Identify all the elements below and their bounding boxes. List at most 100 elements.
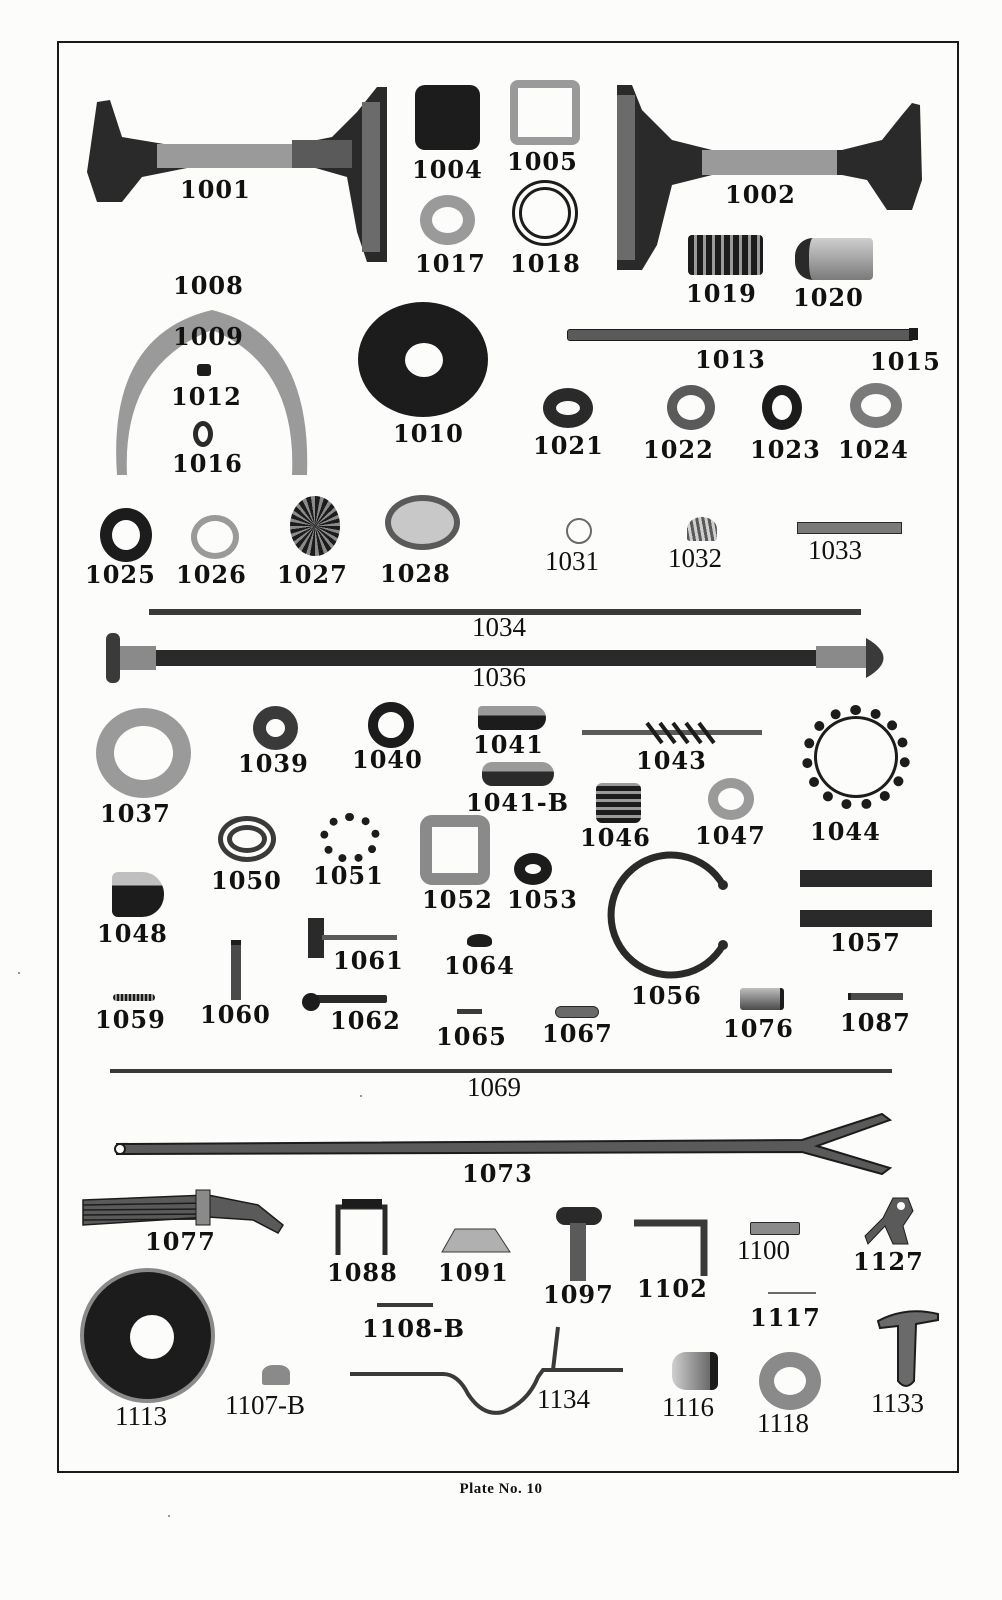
bearing-cone-1025-icon: [100, 508, 152, 562]
part-label-1026: 1026: [176, 560, 247, 589]
bushing-1048-icon: [112, 872, 164, 917]
part-label-1062: 1062: [330, 1006, 401, 1035]
ring-gear-inner: [814, 716, 898, 798]
part-label-1118: 1118: [757, 1408, 809, 1438]
part-label-1087: 1087: [840, 1008, 911, 1037]
part-label-1064: 1064: [444, 951, 515, 980]
nut-1064-icon: [467, 934, 492, 947]
part-label-1032: 1032: [668, 543, 722, 573]
plate-1091-icon: [441, 1228, 511, 1253]
bolt-1060-icon: [231, 940, 241, 1000]
worm-shaft-1043-icon: [582, 721, 762, 745]
cup-1024-icon: [850, 383, 902, 428]
part-label-1061: 1061: [333, 946, 404, 975]
part-label-1069: 1069: [467, 1072, 521, 1102]
brake-drum-hub: [130, 1315, 174, 1359]
part-label-1016: 1016: [172, 449, 243, 478]
lever-1062-boss: [302, 993, 320, 1011]
part-label-1100: 1100: [737, 1235, 790, 1265]
part-label-1127: 1127: [853, 1247, 924, 1276]
part-label-1091: 1091: [438, 1258, 509, 1287]
part-label-1043: 1043: [636, 746, 707, 775]
print-speck: [168, 1515, 170, 1517]
part-label-1031: 1031: [545, 546, 599, 576]
part-label-1024: 1024: [838, 435, 909, 464]
clevis-1061-icon: [308, 918, 324, 958]
part-label-1076: 1076: [723, 1014, 794, 1043]
brake-lining-1057b-icon: [800, 910, 932, 927]
part-label-1048: 1048: [97, 919, 168, 948]
clevis-rod-1061: [322, 935, 397, 940]
washer-1047-icon: [708, 778, 754, 820]
part-label-1053: 1053: [507, 885, 578, 914]
part-label-1034: 1034: [472, 612, 526, 642]
roller-bearing-1019-icon: [688, 235, 763, 275]
part-label-1059: 1059: [95, 1005, 166, 1034]
shaft-1013-icon: [567, 329, 914, 341]
ball-retainer-1051-icon: [320, 813, 380, 863]
print-speck: [360, 1095, 362, 1097]
radius-rod-1073-icon: [114, 1112, 893, 1176]
ring-gear-1044-icon: [802, 705, 910, 810]
collar-1039-icon: [253, 706, 298, 750]
part-label-1017: 1017: [415, 249, 486, 278]
part-label-1067: 1067: [542, 1019, 613, 1048]
part-label-1102: 1102: [637, 1274, 708, 1303]
bracket-1127-icon: [864, 1197, 914, 1245]
part-label-1073: 1073: [462, 1159, 533, 1188]
print-speck: [18, 972, 20, 974]
part-label-1019: 1019: [686, 279, 757, 308]
plate-frame: [57, 41, 959, 1473]
link-1067-icon: [555, 1006, 599, 1018]
bushing-1076-icon: [740, 988, 784, 1010]
brake-plate-hole: [405, 343, 443, 377]
part-label-1020: 1020: [793, 283, 864, 312]
part-label-1022: 1022: [643, 435, 714, 464]
lever-1062-icon: [305, 995, 387, 1003]
part-label-1097: 1097: [543, 1280, 614, 1309]
ring-1040-icon: [368, 702, 414, 748]
part-label-1117: 1117: [750, 1303, 821, 1332]
u-bolt-1088-icon: [335, 1199, 388, 1255]
part-label-1057: 1057: [830, 928, 901, 957]
bracket-1102-icon: [634, 1219, 708, 1276]
axle-housing-right-icon: [617, 85, 922, 270]
part-label-1021: 1021: [533, 431, 604, 460]
cap-1116-icon: [672, 1352, 718, 1390]
part-label-1002: 1002: [725, 180, 796, 209]
part-label-1018: 1018: [510, 249, 581, 278]
rod-1069-icon: [110, 1069, 892, 1073]
part-label-1033: 1033: [808, 535, 862, 565]
part-label-1108b: 1108-B: [362, 1314, 466, 1343]
bearing-1018-icon: [512, 180, 578, 246]
pin-1100-icon: [750, 1222, 800, 1235]
bevel-gear-1027-icon: [290, 496, 340, 556]
roller-bearing-1046-icon: [596, 783, 641, 823]
part-label-1107b: 1107-B: [225, 1390, 305, 1420]
part-label-1005: 1005: [507, 147, 578, 176]
washer-1026-icon: [191, 515, 239, 559]
cup-1022-icon: [667, 385, 715, 430]
washer-1118-icon: [759, 1352, 821, 1410]
washer-1017-icon: [420, 195, 475, 245]
part-label-1060: 1060: [200, 1000, 271, 1029]
gasket-1037-icon: [96, 708, 191, 798]
pin-1108b-icon: [377, 1303, 433, 1307]
part-label-1036: 1036: [472, 662, 526, 692]
part-label-1113: 1113: [115, 1401, 167, 1431]
pin-1065-icon: [457, 1009, 482, 1014]
brake-lining-1057a-icon: [800, 870, 932, 887]
ring-1016-icon: [193, 421, 213, 447]
part-label-1088: 1088: [327, 1258, 398, 1287]
pin-1033-icon: [797, 522, 902, 534]
brake-band-1056-icon: [607, 851, 728, 979]
part-label-1133: 1133: [871, 1388, 924, 1418]
part-label-1015: 1015: [870, 347, 941, 376]
part-label-1013: 1013: [695, 345, 766, 374]
part-label-1046: 1046: [580, 823, 651, 852]
part-label-1116: 1116: [662, 1392, 714, 1422]
part-label-1010: 1010: [393, 419, 464, 448]
washer-1021-icon: [543, 388, 593, 428]
plate-caption: Plate No. 10: [459, 1481, 543, 1497]
axle-housing-left-icon: [87, 87, 387, 262]
